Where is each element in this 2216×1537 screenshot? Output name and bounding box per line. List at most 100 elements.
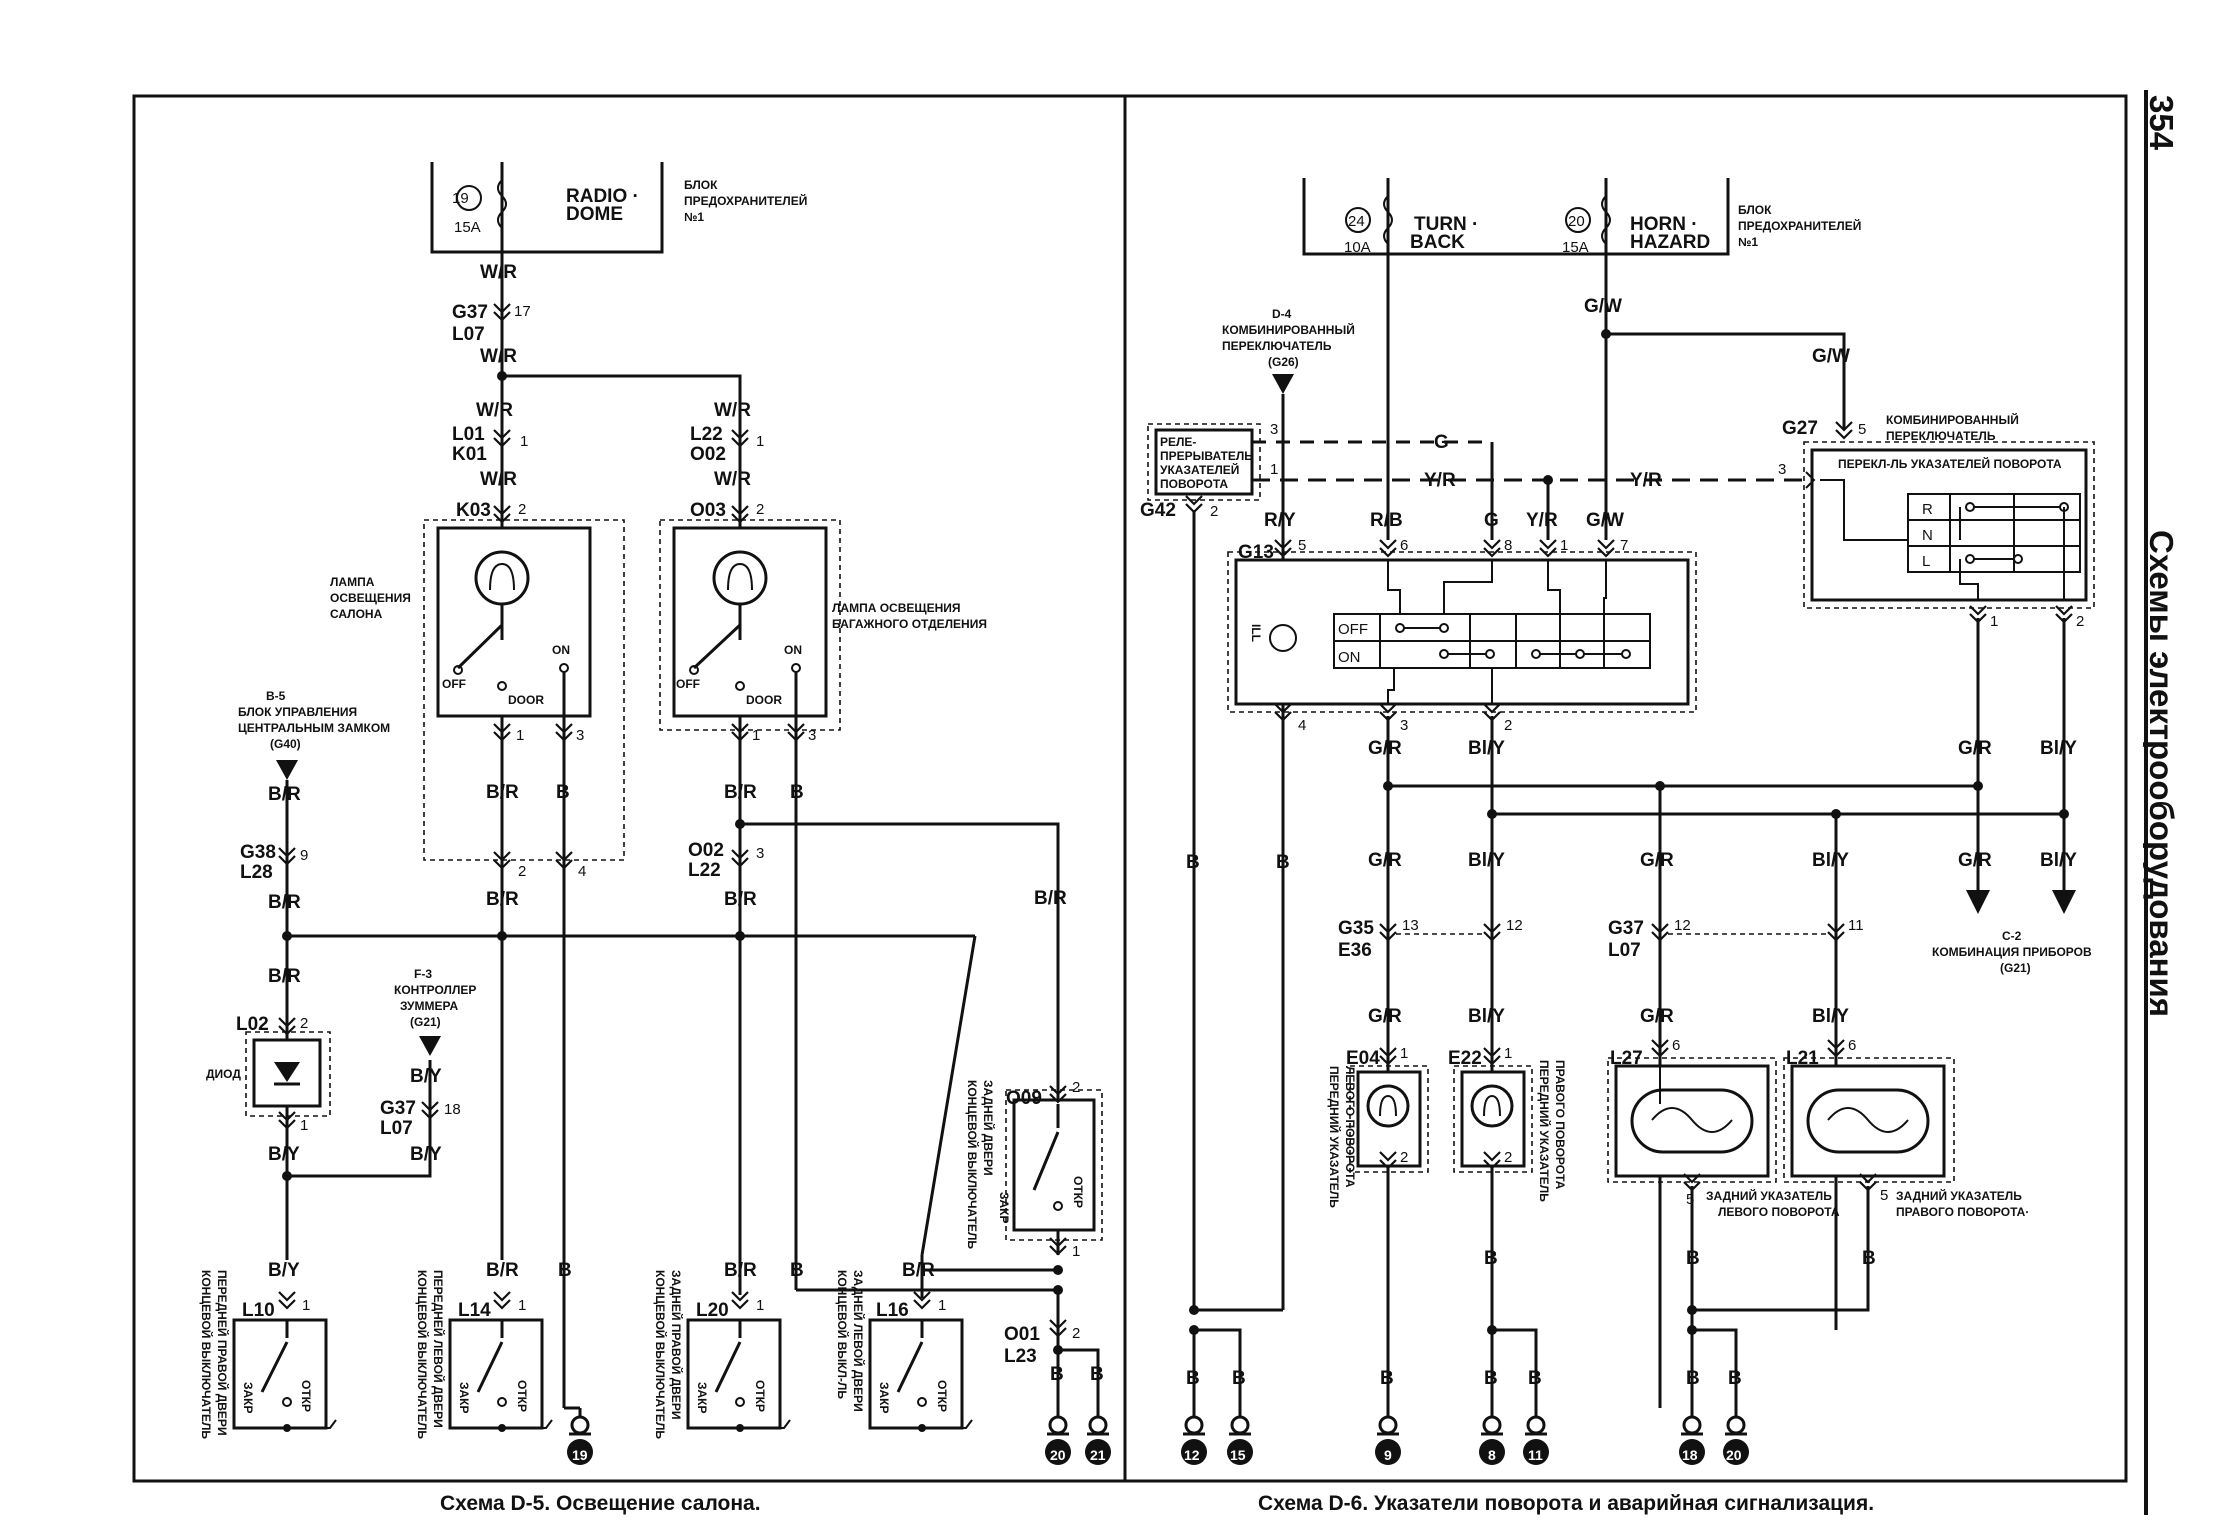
wire-g-2: G	[1484, 510, 1499, 531]
wire-by-1: B/Y	[268, 1144, 300, 1165]
wire-b-4: B	[1090, 1364, 1104, 1385]
wire-yr-1: Y/R	[1424, 470, 1456, 491]
lamp2-door: DOOR	[746, 693, 782, 707]
pin-17: 17	[514, 303, 531, 320]
svg-text:ЗАКР: ЗАКР	[241, 1382, 255, 1414]
conn-g27: G27	[1782, 418, 1818, 439]
e04-pin1: 1	[1400, 1045, 1408, 1062]
svg-text:B/R: B/R	[486, 1260, 519, 1281]
svg-text:ЗАДНЕЙ ПРАВОЙ ДВЕРИ: ЗАДНЕЙ ПРАВОЙ ДВЕРИ	[669, 1270, 684, 1420]
wire-b-d6-10: B	[1528, 1368, 1542, 1389]
svg-text:КОНЦЕВОЙ ВЫКЛ-ЛЬ: КОНЦЕВОЙ ВЫКЛ-ЛЬ	[835, 1270, 850, 1399]
relay-pin1: 1	[1270, 461, 1278, 478]
wire-gr-6: G/R	[1368, 1006, 1402, 1027]
g13-pin1: 1	[1560, 537, 1568, 554]
conn-g35: G35	[1338, 918, 1374, 939]
g27-pin3: 3	[1778, 461, 1786, 478]
fuse-block2-title1: БЛОК	[1738, 203, 1772, 217]
fuse-19-amp: 15A	[454, 219, 481, 236]
wire-bly-7: Bl/Y	[1812, 1006, 1849, 1027]
e04-desc1: ПЕРЕДНИЙ УКАЗАТЕЛЬ	[1327, 1066, 1342, 1208]
l27-desc2: ЛЕВОГО ПОВОРОТА	[1718, 1205, 1840, 1219]
f3-3: ЗУММЕРА	[400, 999, 458, 1013]
l21-pin6: 6	[1848, 1037, 1856, 1054]
pin-2d: 2	[300, 1015, 308, 1032]
wire-yr-3: Y/R	[1526, 510, 1558, 531]
fuse-20-name1: HORN ·	[1630, 214, 1698, 235]
f3-2: КОНТРОЛЛЕР	[394, 983, 476, 997]
wire-b-d6-8: B	[1484, 1248, 1498, 1269]
d4-2: КОМБИНИРОВАННЫЙ	[1222, 322, 1355, 337]
wire-gr-5: G/R	[1958, 850, 1992, 871]
pin-2: 2	[518, 501, 526, 518]
l27-desc1: ЗАДНИЙ УКАЗАТЕЛЬ	[1706, 1188, 1832, 1203]
svg-text:ПЕРЕДНЕЙ ЛЕВОЙ ДВЕРИ: ПЕРЕДНЕЙ ЛЕВОЙ ДВЕРИ	[431, 1270, 446, 1428]
g37-pin12: 12	[1674, 917, 1691, 934]
gnd-15: 15	[1230, 1447, 1246, 1463]
pin-1b: 1	[756, 433, 764, 450]
wire-b-d6-12: B	[1728, 1368, 1742, 1389]
diagram-d6: 24 10A TURN · BACK 20 15A HORN · HAZARD …	[1140, 178, 2095, 1467]
lamp1-label1: ЛАМПА	[330, 575, 375, 589]
wire-ry: R/Y	[1264, 510, 1296, 531]
gnd-18: 18	[1682, 1447, 1698, 1463]
fuse-block-title2: ПРЕДОХРАНИТЕЛЕЙ	[684, 193, 807, 208]
wire-b-d6-3: B	[1186, 852, 1200, 873]
fuse-24-number: 24	[1348, 213, 1365, 230]
outer-frame	[132, 94, 2128, 1483]
wire-br-1: B/R	[486, 782, 519, 803]
wire-gw-1: G/W	[1584, 296, 1622, 317]
wire-b-d6-11: B	[1686, 1368, 1700, 1389]
gnd-19: 19	[572, 1447, 588, 1463]
conn-o02b: O02	[688, 840, 724, 861]
g27-pin5: 5	[1858, 421, 1866, 438]
switch-l10: B/Y L10 1 ЗАКР ОТКР КОНЦЕВОЙ ВЫКЛЮЧАТЕЛЬ…	[199, 1260, 337, 1439]
svg-text:L14: L14	[458, 1300, 491, 1321]
svg-text:ПЕРЕДНЕЙ ПРАВОЙ ДВЕРИ: ПЕРЕДНЕЙ ПРАВОЙ ДВЕРИ	[215, 1270, 230, 1436]
wire-gr-4: G/R	[1640, 850, 1674, 871]
pin-1d: 1	[752, 727, 760, 744]
wire-b-d6-9: B	[1484, 1368, 1498, 1389]
conn-o01: O01	[1004, 1324, 1040, 1345]
svg-text:ОТКР: ОТКР	[935, 1380, 949, 1412]
gnd-8: 8	[1488, 1447, 1496, 1463]
pin-1: 1	[520, 433, 528, 450]
e22-desc1: ПЕРЕДНИЙ УКАЗАТЕЛЬ	[1537, 1060, 1552, 1202]
pin-2f: 2	[1072, 1325, 1080, 1342]
wire-br-3: B/R	[724, 782, 757, 803]
e04-desc2: ЛЕВОГО ПОВОРОТА	[1343, 1066, 1357, 1188]
conn-g37: G37	[452, 302, 488, 323]
wire-gw-2: G/W	[1812, 346, 1850, 367]
svg-text:B/R: B/R	[902, 1260, 935, 1281]
c2-1: C-2	[2002, 929, 2022, 943]
fuse-20-amp: 15A	[1562, 239, 1589, 256]
conn-e22: E22	[1448, 1048, 1482, 1069]
conn-e36: E36	[1338, 940, 1372, 961]
wire-bly-5: Bl/Y	[2040, 850, 2077, 871]
wire-by-2: B/Y	[410, 1066, 442, 1087]
wire-br-5: B/R	[724, 889, 757, 910]
fuse-block2-title2: ПРЕДОХРАНИТЕЛЕЙ	[1738, 218, 1861, 233]
caption-d6: Схема D-6. Указатели поворота и аварийна…	[1258, 1492, 1874, 1515]
conn-g42: G42	[1140, 500, 1176, 521]
turn-switch-label: ПЕРЕКЛ-ЛЬ УКАЗАТЕЛЕЙ ПОВОРОТА	[1838, 456, 2062, 471]
wire-wr-5: W/R	[714, 400, 751, 421]
pin-4: 4	[578, 863, 586, 880]
o09-desc2: ЗАДНЕЙ ДВЕРИ	[981, 1080, 996, 1176]
switch-l20: B/R L20 1 ЗАКР ОТКР КОНЦЕВОЙ ВЫКЛЮЧАТЕЛЬ…	[653, 1260, 791, 1439]
g13-ill: ILL	[1249, 624, 1263, 642]
wire-b-5: B	[558, 1260, 572, 1281]
conn-l27: L27	[1610, 1048, 1643, 1069]
wire-bly-2: Bl/Y	[2040, 738, 2077, 759]
svg-text:1: 1	[302, 1297, 310, 1314]
conn-o03: O03	[690, 500, 726, 521]
wire-bly-1: Bl/Y	[1468, 738, 1505, 759]
conn-l02: L02	[236, 1014, 269, 1035]
g13-pin3: 3	[1400, 717, 1408, 734]
side-title: Схемы электрооборудования	[2143, 530, 2180, 1017]
wire-b-d6-4: B	[1276, 852, 1290, 873]
svg-text:L10: L10	[242, 1300, 275, 1321]
pin-3: 3	[576, 727, 584, 744]
g13-pin6: 6	[1400, 537, 1408, 554]
lamp1-label3: САЛОНА	[330, 607, 383, 621]
